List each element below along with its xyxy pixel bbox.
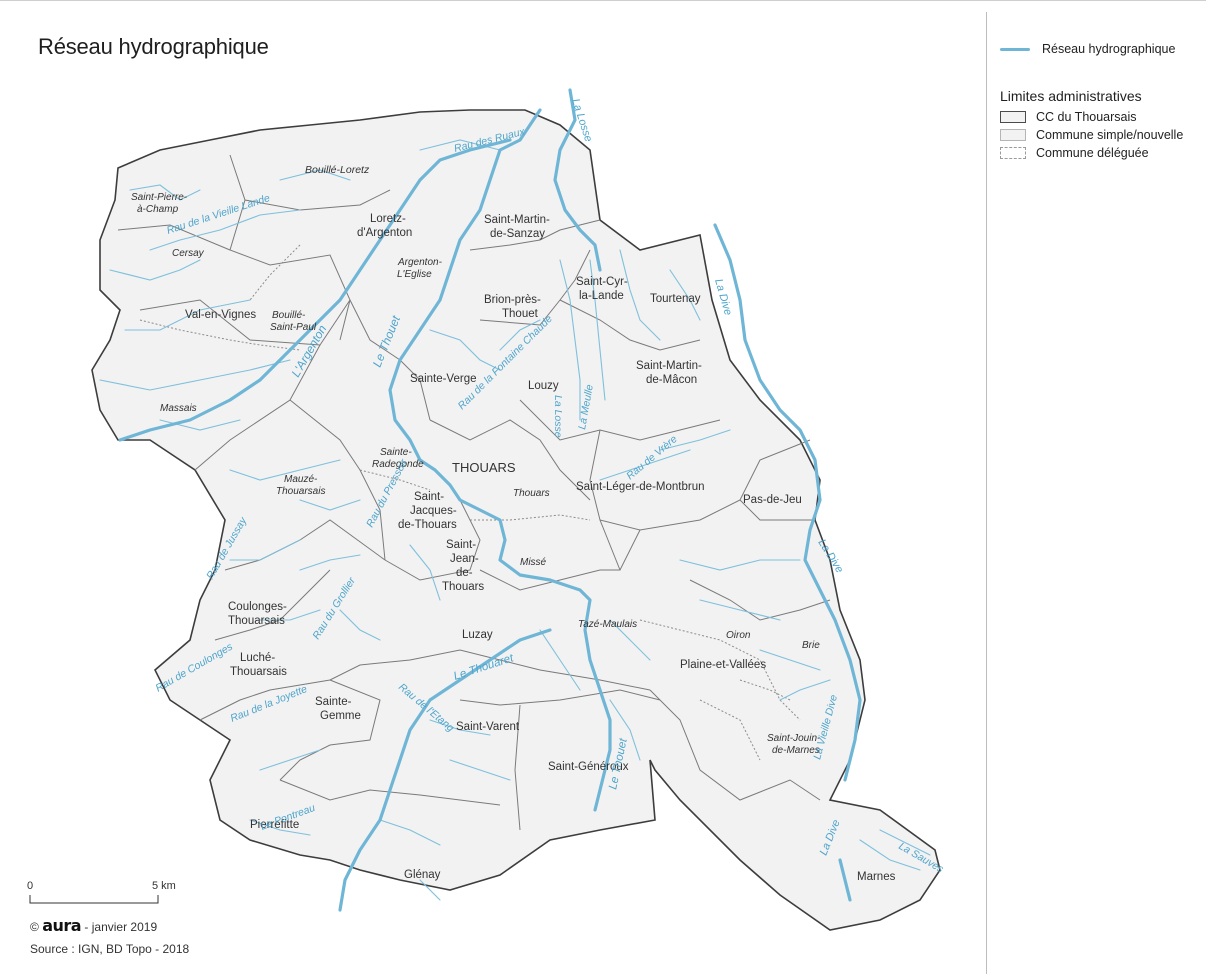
copyright-symbol: © (30, 920, 39, 934)
map-canvas: Bouillé-Loretz Saint-Pierre- à-Champ Cer… (29, 88, 946, 931)
legend-deleguee-item: Commune déléguée (1000, 144, 1200, 162)
commune-label: Jean- (450, 553, 479, 565)
commune-label: Tazé-Maulais (578, 619, 637, 630)
commune-label: de-Sanzay (490, 228, 545, 240)
commune-label: Mauzé- (284, 474, 318, 485)
commune-labels: Bouillé-Loretz Saint-Pierre- à-Champ Cer… (131, 164, 896, 883)
commune-label: Plaine-et-Vallées (680, 659, 766, 671)
source-line: Source : IGN, BD Topo - 2018 (30, 942, 190, 956)
commune-label: THOUARS (452, 460, 516, 475)
commune-label: Thouarsais (276, 486, 325, 497)
commune-label: Thouars (442, 581, 484, 593)
cc-boundary-swatch-icon (1000, 111, 1026, 123)
commune-label: Oiron (726, 630, 751, 641)
commune-label: la-Lande (579, 290, 624, 302)
legend-cc-item: CC du Thouarsais (1000, 108, 1200, 126)
legend-item-label: Commune déléguée (1036, 146, 1149, 160)
commune-label: Massais (160, 403, 197, 414)
commune-label: de-Marnes (772, 745, 820, 756)
commune-label: Saint-Cyr- (576, 276, 628, 288)
map-legend: Réseau hydrographique Limites administra… (1000, 40, 1200, 162)
commune-label: Luché- (240, 652, 275, 664)
commune-label: Radegonde (372, 459, 424, 470)
minor-streams (99, 139, 931, 901)
commune-label: Saint-Pierre- (131, 192, 188, 203)
cc-boundary (91, 109, 941, 931)
commune-label: Saint-Varent (456, 721, 520, 733)
commune-label: Argenton- (397, 257, 443, 268)
commune-label: à-Champ (137, 204, 179, 215)
scale-end: 5 km (152, 880, 176, 892)
river-dive (713, 223, 862, 782)
commune-label: de- (456, 567, 473, 579)
commune-label: Loretz- (370, 213, 406, 225)
commune-label: Thouet (502, 308, 539, 320)
map-title: Réseau hydrographique (38, 34, 269, 59)
commune-label: Saint-Léger-de-Montbrun (576, 481, 705, 493)
commune-label: Missé (520, 557, 547, 568)
legend-item-label: CC du Thouarsais (1036, 110, 1137, 124)
legend-river-label: Réseau hydrographique (1042, 42, 1176, 56)
commune-label: Saint-Paul (270, 322, 317, 333)
river-thouaret (338, 628, 552, 912)
commune-label: Brion-près- (484, 294, 541, 306)
commune-label: Saint- (446, 539, 476, 551)
commune-label: Tourtenay (650, 293, 701, 305)
commune-label: Marnes (857, 871, 896, 883)
commune-label: Thouars (513, 488, 550, 499)
commune-label: Pas-de-Jeu (743, 494, 802, 506)
commune-label: de-Mâcon (646, 374, 697, 386)
commune-label: Gemme (320, 710, 361, 722)
commune-label: Saint-Martin- (484, 214, 550, 226)
legend-commune-item: Commune simple/nouvelle (1000, 126, 1200, 144)
commune-label: Sainte-Verge (410, 373, 477, 385)
river-swatch-icon (1000, 47, 1030, 51)
commune-label: Pierrefitte (250, 819, 299, 831)
commune-label: Saint-Jouin- (767, 733, 821, 744)
commune-label: Jacques- (410, 505, 457, 517)
legend-item-label: Commune simple/nouvelle (1036, 128, 1184, 142)
commune-label: de-Thouars (398, 519, 457, 531)
credit-line: © aura - janvier 2019 (30, 916, 157, 935)
legend-river-item: Réseau hydrographique (1000, 40, 1200, 58)
frame-top-border (0, 0, 1206, 1)
scale-bar (29, 895, 159, 904)
legend-admin-heading: Limites administratives (1000, 88, 1142, 104)
commune-label: Thouarsais (228, 615, 285, 627)
commune-label: Glénay (404, 869, 441, 881)
commune-label: L'Eglise (397, 269, 432, 280)
river-thouet (388, 108, 612, 812)
river-losse (553, 88, 602, 272)
panel-divider (986, 12, 987, 974)
main-rivers (118, 88, 862, 912)
commune-label: Saint-Martin- (636, 360, 702, 372)
river-dive-south (838, 858, 852, 902)
commune-label: Sainte- (380, 447, 412, 458)
scale-start: 0 (27, 880, 34, 892)
commune-label: Cersay (172, 248, 205, 259)
commune-label: Saint- (414, 491, 444, 503)
commune-label: Bouillé- (272, 310, 306, 321)
commune-label: Bouillé-Loretz (305, 164, 370, 176)
commune-label: Saint-Généroux (548, 761, 629, 773)
commune-label: Louzy (528, 380, 559, 392)
commune-label: Coulonges- (228, 601, 287, 613)
commune-label: d'Argenton (357, 227, 412, 239)
commune-label: Luzay (462, 629, 493, 641)
deleguee-swatch-icon (1000, 147, 1026, 159)
commune-label: Val-en-Vignes (185, 309, 256, 321)
commune-label: Brie (802, 640, 820, 651)
river-argenton (118, 138, 512, 442)
river-label: La Losse (552, 395, 564, 438)
credit-date: - janvier 2019 (84, 920, 158, 934)
commune-swatch-icon (1000, 129, 1026, 141)
commune-borders (117, 154, 831, 831)
aura-logo: aura (42, 916, 82, 935)
deleguee-borders (139, 244, 801, 761)
commune-label: Thouarsais (230, 666, 287, 678)
commune-label: Sainte- (315, 696, 352, 708)
